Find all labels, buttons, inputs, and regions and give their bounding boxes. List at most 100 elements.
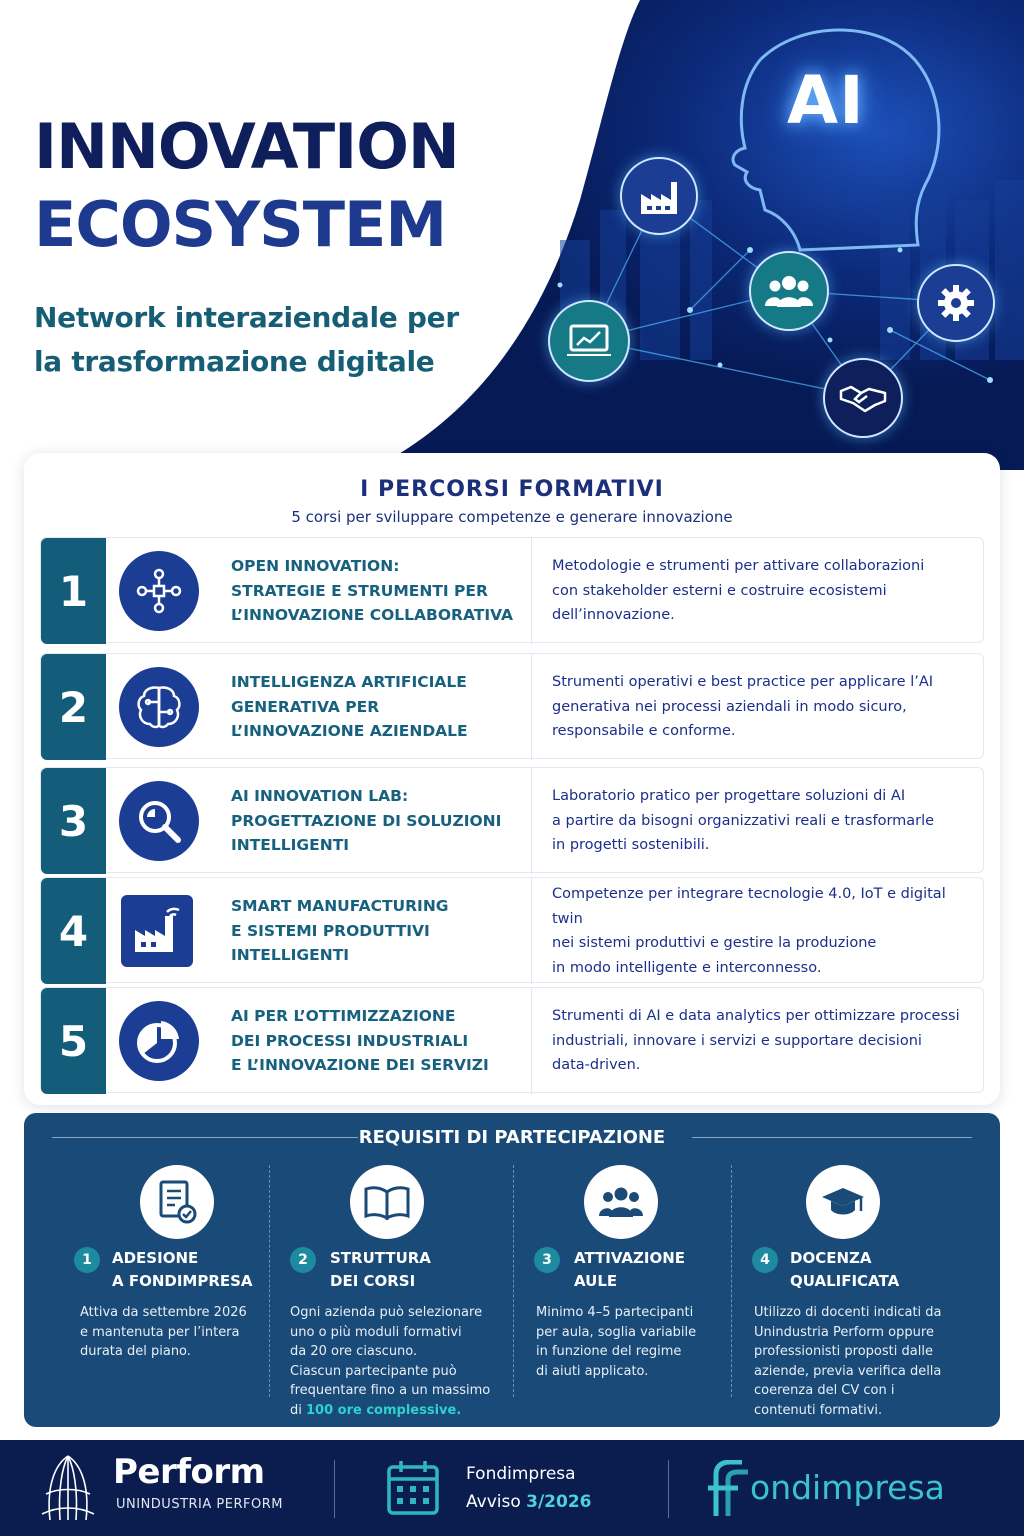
course-desc-line: dell’innovazione. — [552, 607, 675, 624]
text-line: contenuti formativi. — [754, 1402, 883, 1418]
course-desc-line: in progetti sostenibili. — [552, 837, 710, 854]
course-name-line: INTELLIGENTI — [231, 946, 350, 965]
text-line: da 20 ore ciascuno. — [290, 1344, 418, 1359]
requirement-item: 2 STRUTTURA DEI CORSI Ogni azienda può s… — [286, 1163, 506, 1423]
requirement-heading: STRUTTURA DEI CORSI — [330, 1247, 431, 1293]
course-name-line: OPEN INNOVATION: — [231, 557, 400, 576]
course-name: SMART MANUFACTURING E SISTEMI PRODUTTIVI… — [231, 878, 531, 984]
text-line: Attiva da settembre 2026 — [80, 1305, 247, 1320]
footer-divider — [334, 1460, 335, 1518]
course-number: 4 — [41, 878, 106, 984]
text-line: coerenza del CV con i — [754, 1383, 895, 1398]
text-line: in funzione del regime — [536, 1344, 682, 1359]
course-number: 3 — [41, 768, 106, 874]
course-name-line: INTELLIGENTI — [231, 836, 350, 855]
course-desc-line: Metodologie e strumenti per attivare col… — [552, 558, 925, 575]
text-line: durata del piano. — [80, 1344, 191, 1359]
course-desc-line: nei sistemi produttivi e gestire la prod… — [552, 935, 877, 951]
heading-line: QUALIFICATA — [790, 1272, 900, 1290]
title-line-2: ECOSYSTEM — [34, 188, 447, 261]
course-desc-line: a partire da bisogni organizzativi reali… — [552, 812, 935, 829]
course-number: 1 — [41, 538, 106, 644]
footer: Perform UNINDUSTRIA PERFORM Fondimpresa … — [0, 1440, 1024, 1536]
course-desc-line: Laboratorio pratico per progettare soluz… — [552, 788, 906, 805]
course-name: AI INNOVATION LAB: PROGETTAZIONE DI SOLU… — [231, 768, 531, 874]
subtitle-line-1: Network interaziendale per — [34, 301, 459, 334]
column-separator — [731, 1165, 732, 1397]
users-icon — [749, 251, 829, 331]
course-name-line: STRATEGIE E STRUMENTI PER — [231, 581, 488, 600]
brain-circuit-icon — [119, 667, 199, 747]
text-line: professionisti proposti dalle — [754, 1344, 933, 1359]
open-book-icon — [350, 1165, 424, 1239]
requirement-text: Minimo 4–5 partecipanti per aula, soglia… — [536, 1303, 726, 1381]
courses-title: I PERCORSI FORMATIVI — [360, 477, 664, 502]
course-desc-line: generativa nei processi aziendali in mod… — [552, 698, 907, 715]
course-name-line: L’INNOVAZIONE COLLABORATIVA — [231, 606, 514, 625]
ai-label: AI — [787, 62, 865, 139]
course-name: OPEN INNOVATION: STRATEGIE E STRUMENTI P… — [231, 538, 531, 644]
perform-subtitle: UNINDUSTRIA PERFORM — [116, 1497, 283, 1512]
page-subtitle: Network interaziendale per la trasformaz… — [34, 296, 514, 384]
course-name-line: AI PER L’OTTIMIZZAZIONE — [231, 1007, 456, 1026]
highlight-hours: 100 ore complessive. — [306, 1402, 462, 1418]
course-desc-line: Competenze per integrare tecnologie 4.0,… — [552, 886, 946, 927]
notice-program: Fondimpresa — [466, 1464, 576, 1484]
course-desc-line: data-driven. — [552, 1057, 641, 1074]
fondimpresa-wordmark: ondimpresa — [750, 1468, 945, 1507]
text-line: di aiuti applicato. — [536, 1363, 649, 1379]
heading-line: ADESIONE — [112, 1249, 199, 1267]
requirement-item: 3 ATTIVAZIONE AULE Minimo 4–5 partecipan… — [530, 1163, 750, 1423]
text-line: Ogni azienda può selezionare — [290, 1305, 483, 1320]
subtitle-line-2: la trasformazione digitale — [34, 345, 435, 378]
heading-line: AULE — [574, 1272, 618, 1290]
course-name: INTELLIGENZA ARTIFICIALE GENERATIVA PER … — [231, 654, 531, 760]
requirement-item: 1 ADESIONE A FONDIMPRESA Attiva da sette… — [48, 1163, 268, 1423]
course-desc-line: responsabile e conforme. — [552, 723, 736, 740]
text-line: Utilizzo di docenti indicati da — [754, 1305, 942, 1320]
course-description: Laboratorio pratico per progettare soluz… — [552, 768, 972, 874]
requirements-panel: REQUISITI DI PARTECIPAZIONE 1 ADESIONE A… — [24, 1113, 1000, 1427]
course-number: 2 — [41, 654, 106, 760]
page-title: INNOVATION ECOSYSTEM — [34, 108, 460, 264]
column-divider — [531, 538, 532, 644]
course-name-line: L’INNOVAZIONE AZIENDALE — [231, 722, 468, 741]
analytics-laptop-icon — [548, 300, 630, 382]
heading-line: DEI CORSI — [330, 1272, 416, 1290]
magnifier-icon — [119, 781, 199, 861]
group-icon — [584, 1165, 658, 1239]
course-row: 4 SMART MANUFACTURING E SISTEMI PRODUTTI… — [40, 877, 984, 984]
course-row: 1 OPEN INNOVATION: STRATEGIE E STRUMENTI… — [40, 537, 984, 644]
smart-factory-icon — [121, 895, 193, 967]
course-row: 3 AI INNOVATION LAB: PROGETTAZIONE DI SO… — [40, 767, 984, 874]
notice-prefix: Avviso — [466, 1492, 527, 1512]
graduation-cap-icon — [806, 1165, 880, 1239]
course-description: Strumenti operativi e best practice per … — [552, 654, 972, 760]
text-line: e mantenuta per l’intera — [80, 1324, 240, 1340]
requirement-number: 3 — [534, 1247, 560, 1273]
document-check-icon — [140, 1165, 214, 1239]
text-line: Unindustria Perform oppure — [754, 1324, 934, 1340]
courses-panel: I PERCORSI FORMATIVI 5 corsi per svilupp… — [24, 453, 1000, 1105]
fondimpresa-f-icon — [708, 1460, 748, 1516]
column-divider — [531, 768, 532, 874]
requirement-text: Utilizzo di docenti indicati da Unindust… — [754, 1303, 974, 1420]
text-line: per aula, soglia variabile — [536, 1324, 697, 1340]
course-row: 5 AI PER L’OTTIMIZZAZIONE DEI PROCESSI I… — [40, 987, 984, 1094]
course-description: Strumenti di AI e data analytics per ott… — [552, 988, 972, 1094]
heading-line: STRUTTURA — [330, 1249, 431, 1267]
course-name-line: DEI PROCESSI INDUSTRIALI — [231, 1031, 469, 1050]
title-rule-left — [52, 1137, 358, 1138]
course-desc-line: industriali, innovare i servizi e suppor… — [552, 1032, 922, 1049]
title-line-1: INNOVATION — [34, 110, 460, 183]
column-divider — [531, 654, 532, 760]
heading-line: DOCENZA — [790, 1249, 872, 1267]
hero-banner: INNOVATION ECOSYSTEM Network interaziend… — [0, 0, 1024, 470]
course-number: 5 — [41, 988, 106, 1094]
text-line: aziende, previa verifica della — [754, 1363, 942, 1379]
column-divider — [531, 988, 532, 1094]
pie-chart-icon — [119, 1001, 199, 1081]
column-separator — [513, 1165, 514, 1397]
course-name-line: E SISTEMI PRODUTTIVI — [231, 921, 430, 940]
notice-number: Avviso 3/2026 — [466, 1492, 592, 1512]
